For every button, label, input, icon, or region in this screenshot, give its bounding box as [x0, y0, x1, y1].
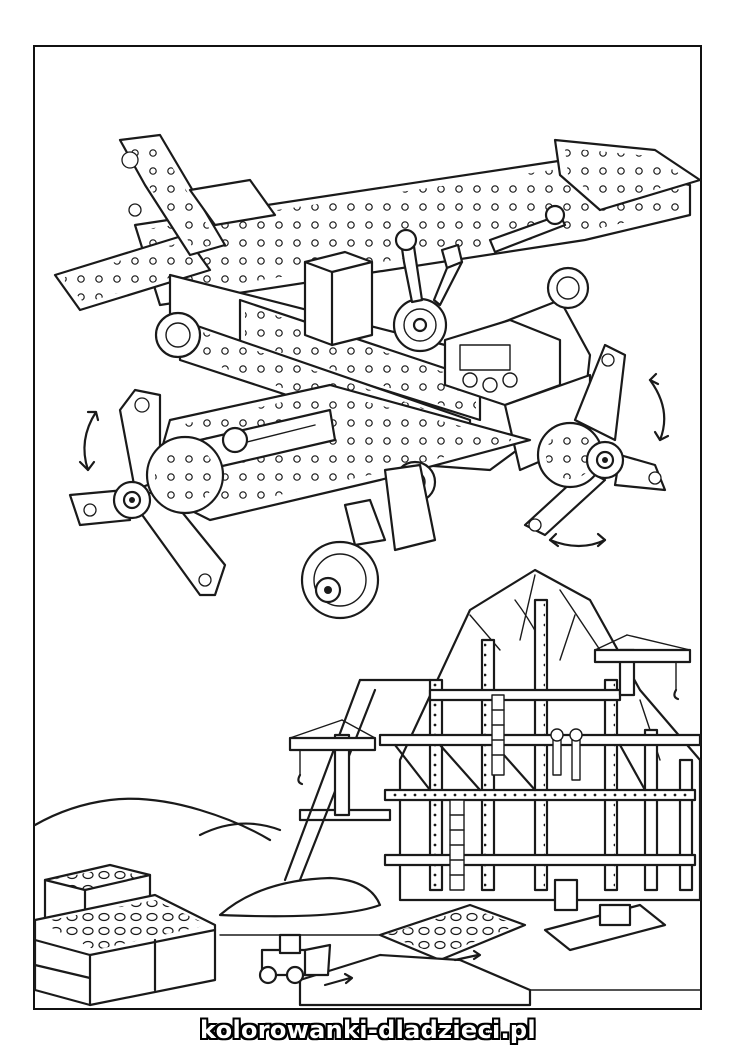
right-propeller — [523, 343, 667, 537]
toy-airplane — [53, 133, 702, 620]
rotation-arrows — [78, 372, 670, 548]
left-propeller — [68, 388, 249, 597]
platforms — [298, 878, 667, 1007]
toy-bulldozer — [258, 933, 332, 985]
toy-bricks — [33, 863, 217, 1007]
lower-wing — [148, 383, 532, 522]
ground — [219, 934, 701, 991]
hills — [33, 797, 382, 918]
landing-gear — [154, 311, 437, 620]
left-crane — [288, 719, 377, 817]
tools — [394, 204, 567, 307]
page-border — [33, 45, 702, 1010]
site-watermark: kolorowanki-dladzieci.pl — [200, 1016, 536, 1044]
right-crane — [593, 634, 692, 701]
tail-fin — [118, 133, 277, 257]
